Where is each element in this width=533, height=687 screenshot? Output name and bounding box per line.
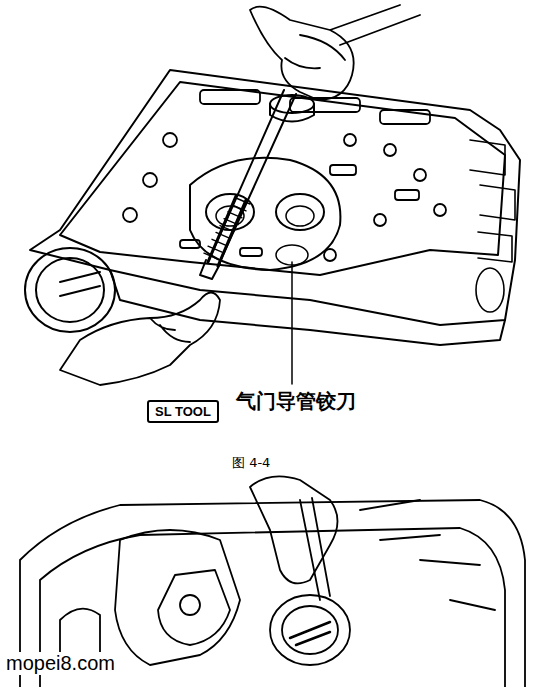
valve-guide-reamer bbox=[200, 90, 314, 279]
figure-caption: 图 4-4 bbox=[232, 454, 270, 472]
cylinder-head bbox=[30, 70, 520, 325]
bolt-holes bbox=[123, 90, 446, 261]
combustion-chamber bbox=[190, 158, 340, 270]
reamer-flute bbox=[232, 205, 246, 211]
head-side-ribs bbox=[470, 140, 515, 312]
reamer-flute bbox=[208, 246, 222, 252]
reamer-flute bbox=[228, 212, 242, 218]
leader-line bbox=[291, 262, 293, 384]
head-gasket-face bbox=[60, 82, 505, 275]
reamer-flute bbox=[236, 198, 250, 204]
watermark: mopei8.com bbox=[6, 652, 115, 675]
part-label: 气门导管铰刀 bbox=[236, 388, 356, 415]
tool-badge: SL TOOL bbox=[147, 400, 219, 423]
reamer-flute bbox=[216, 232, 230, 238]
tool-badge-text: SL TOOL bbox=[155, 404, 211, 419]
head-lower-edge bbox=[110, 270, 505, 345]
camshaft-end bbox=[25, 248, 115, 332]
reamer-flute bbox=[204, 253, 218, 259]
lower-hand bbox=[60, 293, 220, 386]
upper-hand bbox=[250, 5, 420, 100]
reamer-flute bbox=[220, 226, 234, 232]
reamer-flute bbox=[212, 239, 226, 245]
reamer-flute bbox=[224, 219, 238, 225]
